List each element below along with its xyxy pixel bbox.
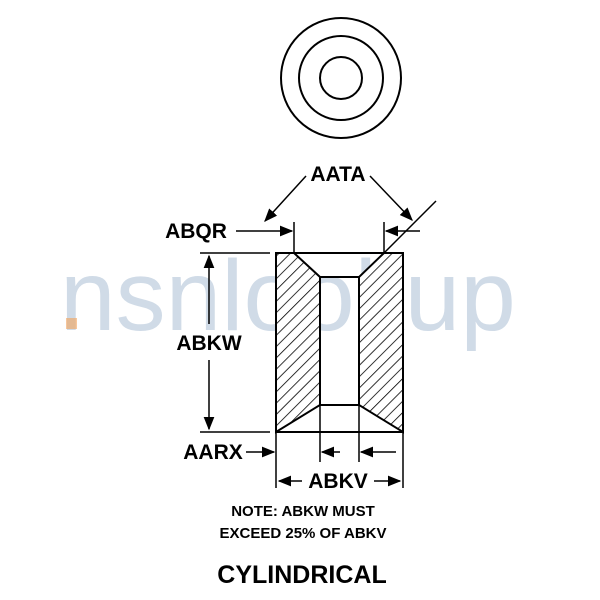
section-outline	[275, 252, 404, 433]
top-view	[280, 17, 402, 139]
abkw-dimension: ABKW	[176, 252, 270, 433]
abqr-dimension: ABQR	[165, 220, 420, 253]
abqr-label: ABQR	[165, 220, 227, 243]
note-line-1: NOTE: ABKW MUST	[231, 503, 375, 520]
section-right-wall	[358, 252, 404, 434]
abkw-label: ABKW	[176, 332, 241, 355]
note: NOTE: ABKW MUST EXCEED 25% OF ABKV	[220, 503, 387, 542]
aata-leader-right	[369, 175, 413, 221]
section-left-wall	[275, 252, 321, 434]
aata-extension-right	[383, 200, 437, 254]
watermark-dot	[66, 318, 77, 329]
aarx-dimension: AARX	[183, 405, 340, 488]
abkv-label: ABKV	[308, 470, 368, 493]
aata-label: AATA	[310, 163, 365, 186]
abkv-dimension: ABKV	[277, 432, 404, 493]
top-view-inner-circle	[319, 56, 363, 100]
top-view-middle-circle	[298, 35, 384, 121]
aata-leader-left	[264, 175, 307, 222]
aata-dimension: AATA	[264, 163, 437, 254]
aarx-label: AARX	[183, 441, 243, 464]
top-view-outer-circle	[280, 17, 402, 139]
note-line-2: EXCEED 25% OF ABKV	[220, 525, 387, 542]
diagram-title: CYLINDRICAL	[217, 561, 386, 589]
bore-width-marks	[358, 405, 396, 462]
section-view	[275, 252, 404, 434]
